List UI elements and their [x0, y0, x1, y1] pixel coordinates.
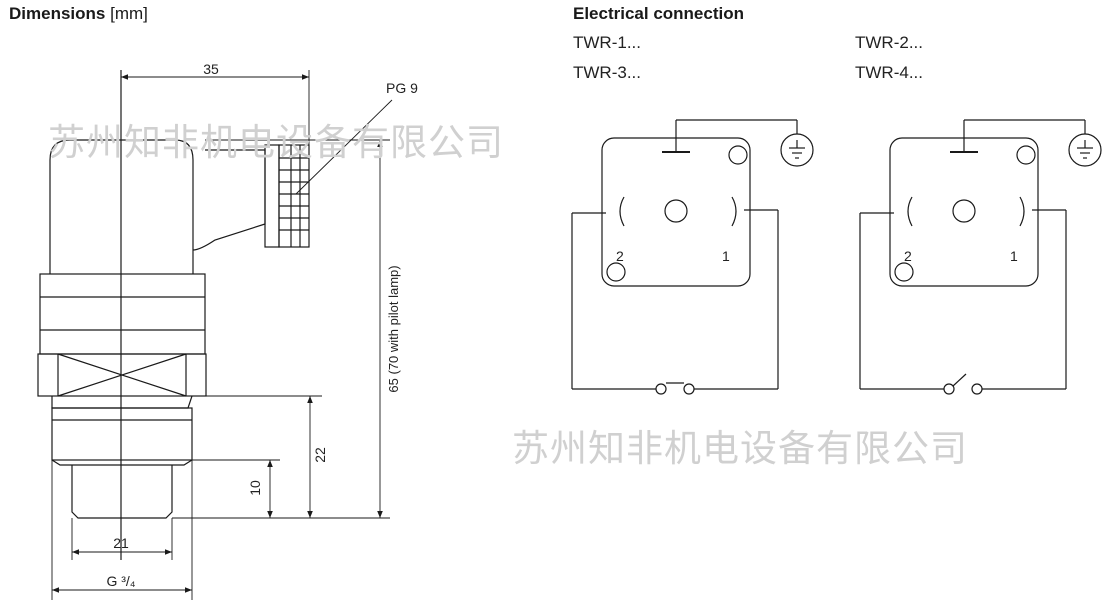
no-contact — [952, 373, 967, 387]
center-pin-left — [664, 199, 688, 223]
dim-21-label: 21 — [113, 535, 129, 551]
right-pin1-label: 1 — [1010, 248, 1018, 264]
connector-outline — [37, 70, 310, 560]
ring-section — [39, 273, 206, 355]
connector-cap — [49, 139, 194, 274]
model-label-twr4: TWR-4... — [855, 63, 923, 82]
wiring-diagram-nc — [571, 119, 814, 395]
center-pin-right — [952, 199, 976, 223]
pressure-port — [71, 465, 173, 519]
dim-thread-label: G ³/₄ — [106, 573, 135, 589]
wiring-diagram-no — [859, 119, 1102, 395]
dimensions-heading: Dimensions [mm] — [9, 4, 148, 24]
dimensions-heading-unit: [mm] — [110, 4, 148, 23]
dim-22-label: 22 — [312, 447, 328, 463]
model-label-twr2: TWR-2... — [855, 33, 923, 52]
model-label-twr1: TWR-1... — [573, 33, 641, 52]
pg9-leader — [295, 99, 393, 195]
thread-body — [51, 407, 193, 461]
electrical-connection-heading: Electrical connection — [573, 4, 744, 23]
hex-nut — [37, 353, 207, 397]
ground-icon — [1068, 133, 1102, 167]
dim-10-label: 10 — [247, 480, 263, 496]
pg9-gland — [278, 144, 310, 248]
connector-arm — [192, 149, 266, 251]
pg9-label: PG 9 — [386, 80, 418, 96]
ground-icon — [780, 133, 814, 167]
left-pin2-label: 2 — [616, 248, 624, 264]
watermark-top: 苏州知非机电设备有限公司 — [48, 121, 504, 164]
watermark-bottom: 苏州知非机电设备有限公司 — [512, 427, 968, 470]
left-pin1-label: 1 — [722, 248, 730, 264]
dimensions-heading-bold: Dimensions — [9, 4, 106, 23]
dim-35-label: 35 — [203, 61, 219, 77]
right-pin2-label: 2 — [904, 248, 912, 264]
dim-65-label: 65 (70 with pilot lamp) — [386, 265, 401, 392]
model-label-twr3: TWR-3... — [573, 63, 641, 82]
